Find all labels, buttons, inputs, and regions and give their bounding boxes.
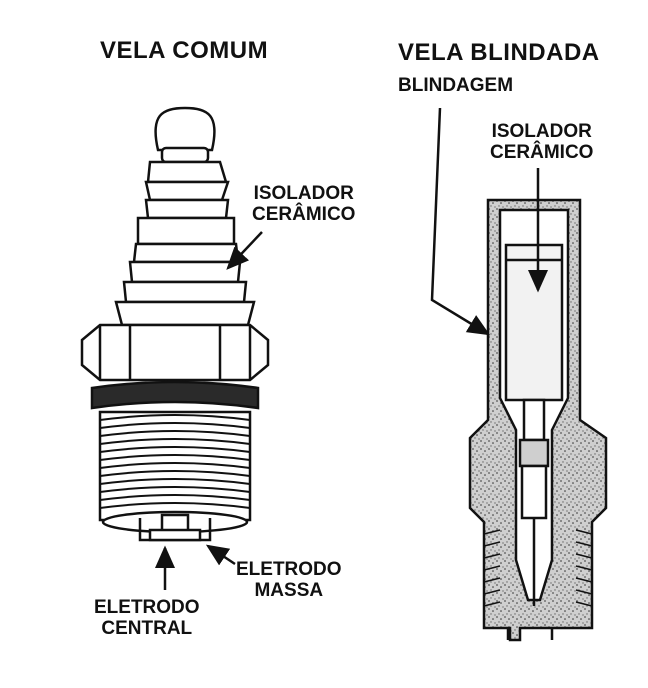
- ground-electrode-label: ELETRODO MASSA: [236, 559, 342, 601]
- common-plug-title: VELA COMUM: [100, 37, 269, 64]
- shielded-plug-insulator-label: ISOLADOR CERÂMICO: [490, 121, 594, 163]
- common-spark-plug: [80, 106, 270, 542]
- common-plug-insulator-label: ISOLADOR CERÂMICO: [252, 183, 356, 225]
- common-plug-leader-lines: [155, 231, 263, 590]
- shielded-plug-leader-lines: [430, 107, 548, 336]
- shielded-plug-title: VELA BLINDADA: [398, 39, 600, 66]
- shield-label: BLINDAGEM: [398, 75, 514, 96]
- central-electrode-label: ELETRODO CENTRAL: [94, 597, 200, 639]
- shielded-spark-plug: [468, 198, 608, 642]
